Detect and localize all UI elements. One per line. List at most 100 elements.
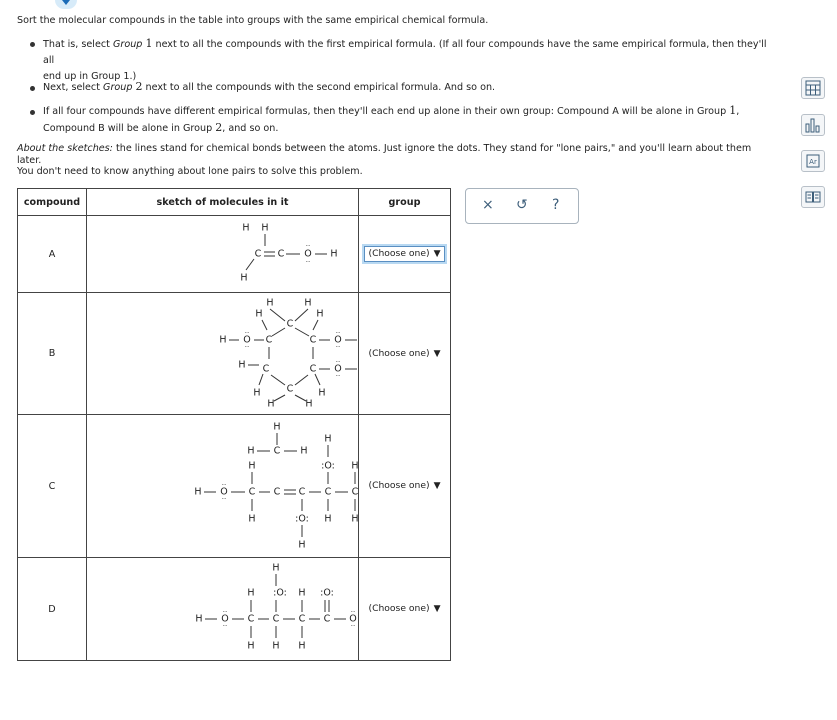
svg-text:H: H xyxy=(298,588,305,599)
periodic-table-icon: Ar xyxy=(806,154,820,168)
svg-text:H: H xyxy=(298,641,305,652)
svg-text:Ar: Ar xyxy=(809,158,817,166)
group-select-b[interactable]: (Choose one)▼ xyxy=(365,346,444,361)
reference-button[interactable] xyxy=(801,186,825,208)
svg-text:O: O xyxy=(334,335,341,346)
calculator-button[interactable] xyxy=(801,77,825,99)
structure-c: H H C H H :O: H H H O···· C C C C C H xyxy=(194,422,358,551)
svg-text:H: H xyxy=(219,335,226,346)
calculator-icon xyxy=(805,80,821,96)
svg-text:··: ·· xyxy=(222,481,226,489)
svg-text:··: ·· xyxy=(223,622,227,630)
molecule-sketch-c: H H C H H :O: H H H O···· C C C C C H xyxy=(86,414,359,558)
compound-label: C xyxy=(17,414,87,558)
svg-text:H: H xyxy=(316,309,323,320)
close-icon[interactable]: × xyxy=(482,197,494,213)
compound-label: B xyxy=(17,292,87,415)
bullet xyxy=(30,42,35,47)
svg-text:··: ·· xyxy=(306,242,310,250)
undo-icon[interactable]: ↺ xyxy=(516,197,528,213)
group-cell: (Choose one)▼ xyxy=(358,215,451,293)
chevron-down-icon xyxy=(62,0,70,5)
svg-text:··: ·· xyxy=(336,329,340,337)
svg-text:H: H xyxy=(242,223,249,234)
header-compound: compound xyxy=(17,188,87,216)
svg-text:H: H xyxy=(267,399,274,410)
svg-text:C: C xyxy=(310,364,317,375)
svg-text:H: H xyxy=(266,298,273,309)
group-select-c[interactable]: (Choose one)▼ xyxy=(365,479,444,493)
svg-text::O:: :O: xyxy=(273,588,287,599)
svg-text:C: C xyxy=(299,614,306,625)
svg-text:H: H xyxy=(351,461,358,472)
svg-text:O: O xyxy=(349,614,356,625)
bullet xyxy=(30,110,35,115)
structure-d: H H :O: H :O: H O···· C C C C O···· H xyxy=(195,563,356,652)
svg-text:H: H xyxy=(253,388,260,399)
svg-text:H: H xyxy=(324,514,331,525)
svg-text:H: H xyxy=(248,461,255,472)
bullet xyxy=(30,86,35,91)
svg-text:H: H xyxy=(248,514,255,525)
answer-toolbox: × ↺ ? xyxy=(465,188,579,224)
dropdown-arrow-icon: ▼ xyxy=(433,604,441,614)
sketch-note: About the sketches: the lines stand for … xyxy=(17,143,752,177)
svg-text:H: H xyxy=(318,388,325,399)
svg-text:C: C xyxy=(266,335,273,346)
dropdown-arrow-icon: ▼ xyxy=(433,249,441,259)
dropdown-arrow-icon: ▼ xyxy=(433,348,441,359)
svg-text:··: ·· xyxy=(336,343,340,351)
intro-text: Sort the molecular compounds in the tabl… xyxy=(17,15,489,26)
group-select-a[interactable]: (Choose one)▼ xyxy=(362,244,447,264)
svg-text:C: C xyxy=(249,487,256,498)
compound-label: D xyxy=(17,557,87,661)
svg-text:C: C xyxy=(299,487,306,498)
svg-text:H: H xyxy=(298,540,305,551)
instruction-2: Next, select Group 2 next to all the com… xyxy=(43,80,496,93)
svg-text:H: H xyxy=(194,487,201,498)
svg-text:H: H xyxy=(351,514,358,525)
help-icon[interactable]: ? xyxy=(552,197,560,213)
group-cell: (Choose one)▼ xyxy=(358,557,451,661)
svg-text::O:: :O: xyxy=(321,461,335,472)
header-sketch: sketch of molecules in it xyxy=(86,188,359,216)
svg-text:H: H xyxy=(324,434,331,445)
data-button[interactable] xyxy=(801,114,825,136)
svg-text:··: ·· xyxy=(245,343,249,351)
svg-text:H: H xyxy=(238,360,245,371)
svg-text:H: H xyxy=(255,309,262,320)
svg-text:H: H xyxy=(300,446,307,457)
svg-text:H: H xyxy=(272,563,279,574)
svg-text:H: H xyxy=(195,614,202,625)
svg-text:O: O xyxy=(334,364,341,375)
table-row: D H H :O: H :O: H O···· C C C C O···· H xyxy=(17,557,451,661)
svg-text:··: ·· xyxy=(351,622,355,630)
bar-chart-icon xyxy=(805,118,820,133)
svg-text:H: H xyxy=(330,249,337,260)
svg-text:C: C xyxy=(248,614,255,625)
svg-text:H: H xyxy=(240,273,247,284)
compound-label: A xyxy=(17,215,87,293)
svg-text:O: O xyxy=(220,487,227,498)
periodic-table-button[interactable]: Ar xyxy=(801,150,825,172)
svg-text:H: H xyxy=(272,641,279,652)
svg-text:··: ·· xyxy=(336,372,340,380)
instruction-3: If all four compounds have different emp… xyxy=(43,104,740,134)
structure-b: HH HH C H O···· C C O···· H H C C xyxy=(219,298,357,410)
svg-text:C: C xyxy=(310,335,317,346)
compound-table: compound sketch of molecules in it group… xyxy=(17,188,451,661)
svg-text:C: C xyxy=(274,446,281,457)
group-select-d[interactable]: (Choose one)▼ xyxy=(365,602,444,616)
svg-text:C: C xyxy=(287,319,294,330)
header-group: group xyxy=(358,188,451,216)
svg-text:··: ·· xyxy=(306,258,310,266)
svg-text:C: C xyxy=(273,614,280,625)
svg-text:··: ·· xyxy=(351,608,355,616)
svg-text:H: H xyxy=(247,446,254,457)
svg-text:O: O xyxy=(243,335,250,346)
collapse-toggle[interactable] xyxy=(55,0,77,9)
svg-text:C: C xyxy=(255,249,262,260)
